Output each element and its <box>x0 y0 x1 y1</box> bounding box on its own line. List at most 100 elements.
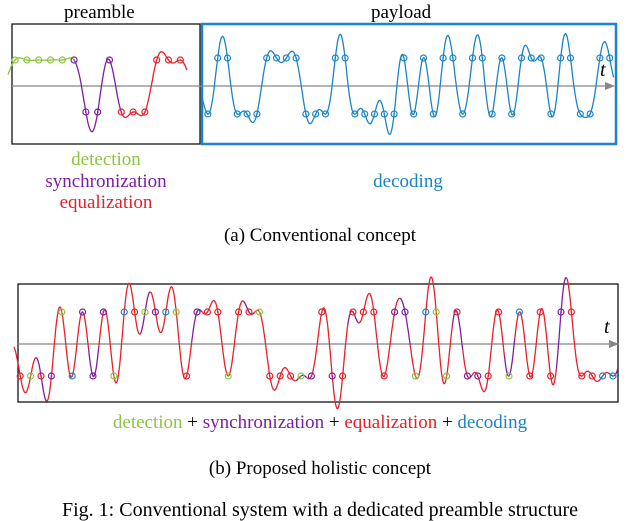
payload-symbol-marker <box>253 110 261 118</box>
payload-symbol-marker <box>566 54 575 62</box>
payload-symbol-marker <box>341 54 349 62</box>
legend-equalization: equalization <box>59 192 153 213</box>
preamble-curve-segment <box>74 58 123 133</box>
holistic-symbol-dot <box>237 311 240 313</box>
preamble-symbol-marker <box>23 56 31 64</box>
payload-symbol-dot <box>324 113 327 115</box>
holistic-symbol-dot <box>445 375 448 377</box>
payload-symbol-dot <box>452 57 454 59</box>
payload-symbol-marker <box>478 54 486 62</box>
holistic-symbol-marker <box>151 308 159 316</box>
holistic-symbol-marker <box>131 308 139 316</box>
preamble-frame <box>11 23 201 145</box>
holistic-symbol-dot <box>269 375 271 377</box>
payload-symbol-marker <box>321 110 330 118</box>
payload-symbol-marker <box>223 54 232 62</box>
holistic-symbol-marker <box>609 372 617 380</box>
holistic-symbol-marker <box>235 308 243 316</box>
holistic-symbol-dot <box>352 311 354 313</box>
holistic-symbol-dot <box>456 311 458 313</box>
holistic-curve-segment <box>555 276 568 369</box>
preamble-symbol-marker <box>70 56 78 64</box>
holistic-symbol-marker <box>37 372 45 380</box>
payload-symbol-marker <box>508 110 516 118</box>
holistic-symbol-marker <box>536 308 544 316</box>
preamble-symbol-dot <box>61 59 64 61</box>
holistic-symbol-dot <box>92 375 94 377</box>
payload-symbol-marker <box>370 110 379 118</box>
payload-symbol-dot <box>501 57 503 59</box>
payload-symbol-dot <box>305 113 307 115</box>
holistic-symbol-dot <box>206 311 209 313</box>
holistic-symbol-marker <box>162 308 170 316</box>
payload-symbol-dot <box>520 57 523 59</box>
payload-frame <box>200 22 618 146</box>
holistic-symbol-dot <box>40 375 42 377</box>
holistic-symbol-dot <box>19 375 22 377</box>
preamble-symbol-marker <box>105 56 114 64</box>
holistic-symbol-marker <box>411 372 419 380</box>
holistic-symbol-marker <box>68 372 76 380</box>
preamble-symbol-dot <box>14 59 16 61</box>
holistic-symbol-dot <box>227 375 229 377</box>
holistic-symbol-marker <box>463 372 471 380</box>
holistic-symbol-dot <box>539 311 541 313</box>
holistic-frame <box>17 283 619 403</box>
holistic-curve-segment <box>462 309 506 393</box>
preamble-symbol-dot <box>85 111 87 113</box>
payload-symbol-dot <box>432 113 435 115</box>
preamble-symbol-marker <box>153 56 161 64</box>
payload-symbol-marker <box>214 54 222 62</box>
payload-symbol-dot <box>442 57 444 59</box>
payload-symbol-marker <box>449 54 457 62</box>
holistic-curve-segment <box>35 356 48 402</box>
holistic-symbol-marker <box>16 372 24 380</box>
holistic-symbol-dot <box>133 311 136 313</box>
holistic-symbol-marker <box>567 308 576 316</box>
payload-symbol-marker <box>380 110 388 118</box>
payload-symbol-dot <box>481 57 484 59</box>
holistic-symbol-marker <box>297 372 305 380</box>
payload-symbol-dot <box>354 113 356 115</box>
holistic-symbol-marker <box>141 308 149 316</box>
payload-symbol-dot <box>275 57 278 59</box>
holistic-symbol-dot <box>321 311 323 313</box>
holistic-symbol-dot <box>393 311 396 313</box>
payload-symbol-marker <box>400 54 408 62</box>
legend-b-plus: + <box>182 412 203 433</box>
holistic-symbol-marker <box>349 308 357 316</box>
holistic-symbol-marker <box>422 308 430 316</box>
holistic-symbol-marker <box>183 372 191 380</box>
payload-symbol-marker <box>331 54 339 62</box>
payload-symbol-dot <box>393 113 395 115</box>
payload-symbol-marker <box>547 110 555 118</box>
holistic-symbol-dot <box>383 375 386 377</box>
holistic-symbol-dot <box>487 375 490 377</box>
payload-symbol-dot <box>216 57 219 59</box>
preamble-symbol-dot <box>26 59 28 61</box>
legend-b-synchronization: synchronization <box>202 412 325 433</box>
payload-symbol-dot <box>246 113 248 115</box>
holistic-symbol-dot <box>414 375 417 377</box>
payload-symbol-dot <box>265 57 268 59</box>
holistic-symbol-marker <box>287 372 295 380</box>
payload-symbol-marker <box>468 54 477 62</box>
holistic-symbol-dot <box>404 311 406 313</box>
holistic-curve-segment <box>87 346 100 378</box>
payload-symbol-marker <box>498 54 506 62</box>
holistic-symbol-marker <box>172 308 180 316</box>
holistic-curve-segment <box>149 285 193 380</box>
axis-label-t-b: t <box>604 316 610 338</box>
preamble-symbol-marker <box>164 56 173 64</box>
preamble-symbol-dot <box>179 59 182 61</box>
holistic-symbol-marker <box>27 372 35 380</box>
preamble-symbol-dot <box>167 59 170 61</box>
holistic-symbol-dot <box>123 311 125 313</box>
holistic-symbol-dot <box>508 375 510 377</box>
holistic-curve-segment <box>46 306 90 402</box>
payload-symbol-marker <box>596 54 604 62</box>
holistic-symbol-dot <box>154 311 157 313</box>
holistic-symbol-dot <box>310 375 313 377</box>
payload-symbol-marker <box>351 110 359 118</box>
